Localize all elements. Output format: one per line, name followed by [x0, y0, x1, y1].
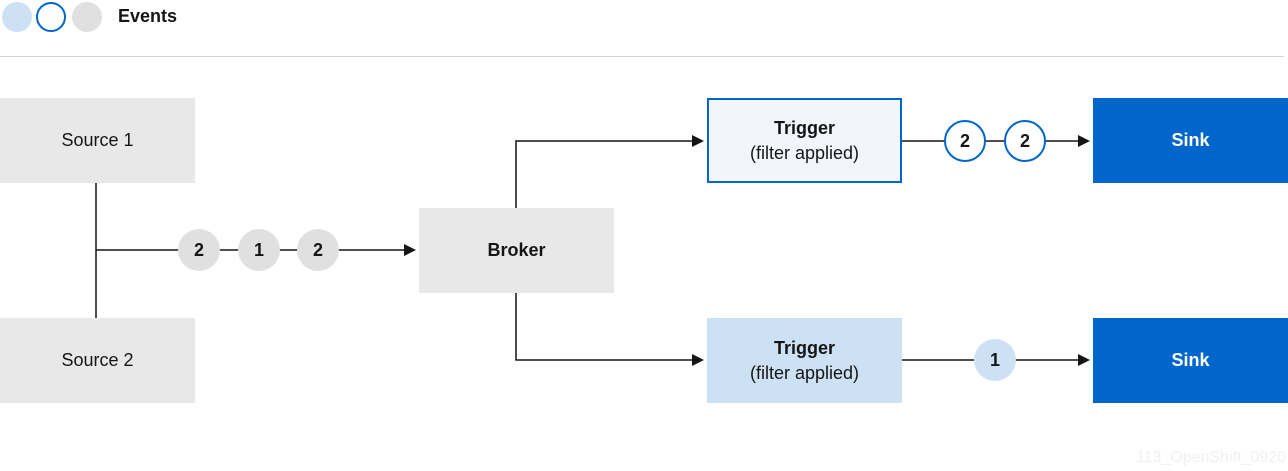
- legend-dot-light-blue: [2, 2, 32, 32]
- source-1-label: Source 1: [61, 130, 134, 150]
- sink-top-label: Sink: [1171, 130, 1210, 150]
- source-2-label: Source 2: [61, 350, 134, 370]
- broker-to-trigger-top-line: [515, 135, 704, 208]
- sink-bottom-label: Sink: [1171, 350, 1210, 370]
- trigger-bottom-subtitle: (filter applied): [749, 362, 860, 383]
- broker-box: Broker: [419, 208, 614, 293]
- broker-to-trigger-bottom-line: [515, 292, 704, 366]
- legend-dot-gray: [72, 2, 102, 32]
- trigger-top-title: Trigger: [773, 117, 835, 138]
- event-badge-to-broker-1: 2: [178, 229, 220, 271]
- event-badge-to-sink-top-1: 2: [944, 120, 986, 162]
- trigger-top-subtitle: (filter applied): [749, 142, 860, 163]
- legend-divider: [0, 56, 1284, 57]
- broker-label: Broker: [487, 240, 546, 260]
- legend-dot-outline: [36, 2, 66, 32]
- event-badge-to-sink-top-2: 2: [1004, 120, 1046, 162]
- trigger-bottom-title: Trigger: [773, 337, 835, 358]
- event-badge-to-sink-bottom-1: 1: [974, 339, 1016, 381]
- trigger-bottom-box: Trigger (filter applied): [707, 318, 902, 403]
- source-2-box: Source 2: [0, 318, 195, 403]
- trigger-top-box: Trigger (filter applied): [707, 98, 902, 183]
- event-badge-to-broker-3: 2: [297, 229, 339, 271]
- sink-bottom-box: Sink: [1093, 318, 1288, 403]
- sink-top-box: Sink: [1093, 98, 1288, 183]
- event-badge-to-broker-2: 1: [238, 229, 280, 271]
- source-1-box: Source 1: [0, 98, 195, 183]
- figure-id-watermark: 113_OpenShift_0920: [1135, 449, 1286, 466]
- legend-label: Events: [118, 6, 178, 26]
